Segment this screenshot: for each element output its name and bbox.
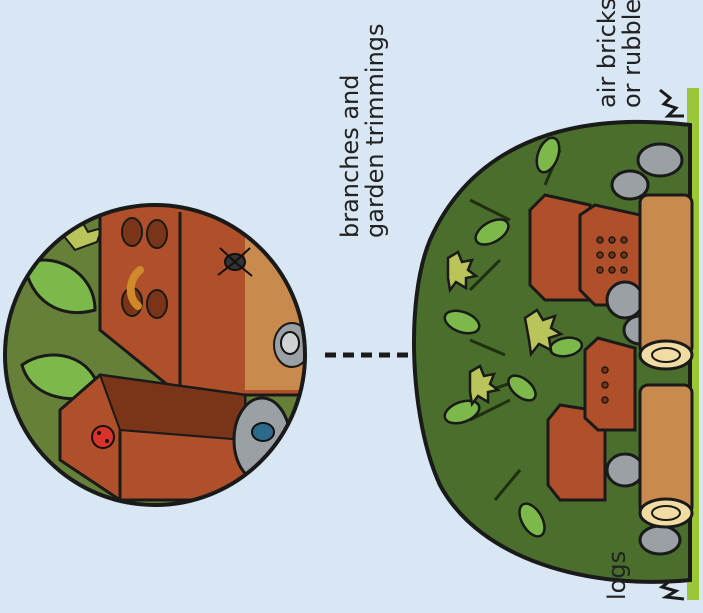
label-branches: branches and garden trimmings	[338, 23, 388, 238]
ladybird-icon	[92, 426, 114, 448]
woodlouse-icon	[281, 332, 299, 354]
logs	[640, 195, 692, 527]
beetle-icon	[252, 423, 274, 441]
label-logs: logs	[605, 551, 630, 600]
label-air-bricks: air bricks or rubble	[595, 0, 645, 108]
log-end	[640, 499, 692, 527]
log-pile	[414, 88, 693, 600]
log	[640, 195, 692, 355]
log	[640, 385, 692, 515]
log-end	[640, 341, 692, 369]
magnified-view	[0, 200, 320, 520]
